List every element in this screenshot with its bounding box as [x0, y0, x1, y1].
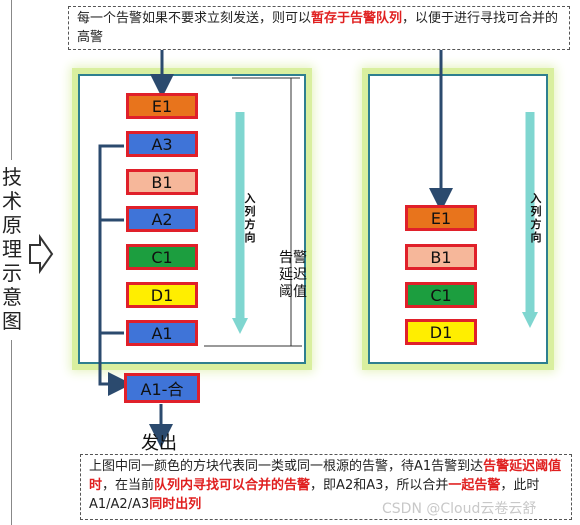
send-label: 发出 [141, 433, 177, 454]
queue-block-b1: B1 [126, 169, 198, 195]
right-queue-block-b1: B1 [405, 244, 477, 270]
right-direction-label: 入 列 方 向 [530, 192, 542, 244]
bottom-note: 上图中同一颜色的方块代表同一类或同一根源的告警，待A1告警到达告警延迟阈值时，在… [80, 454, 572, 520]
right-queue-block-d1: D1 [405, 319, 477, 345]
merge-bracket [98, 144, 132, 396]
side-label-line-top [11, 0, 12, 160]
queue-block-a2: A2 [126, 206, 198, 232]
top-note-text-b: ，以便于进行寻找可合并的高警 [77, 11, 559, 45]
left-direction-head [232, 318, 248, 334]
hollow-right-arrow-icon [29, 234, 54, 274]
queue-block-a1: A1 [126, 320, 198, 346]
right-queue-block-e1: E1 [405, 205, 477, 231]
queue-block-d1: D1 [126, 282, 198, 308]
top-note-text-a: 每一个告警如果不要求立刻发送，则可以 [77, 11, 312, 26]
left-direction-label: 入 列 方 向 [244, 192, 256, 244]
right-queue-block-c1: C1 [405, 282, 477, 308]
merged-block-a1: A1-合 [124, 373, 200, 403]
queue-block-e1: E1 [126, 93, 198, 119]
side-label: 技 术 原 理 示 意 图 [2, 165, 22, 333]
side-label-line-bottom [11, 340, 12, 525]
right-direction-head [522, 312, 538, 328]
queue-block-c1: C1 [126, 244, 198, 270]
queue-block-a3: A3 [126, 131, 198, 157]
threshold-label: 告警 延迟 阈值 [279, 250, 307, 300]
top-note: 每一个告警如果不要求立刻发送，则可以暂存于告警队列，以便于进行寻找可合并的高警 [68, 6, 570, 50]
top-note-highlight: 暂存于告警队列 [311, 11, 403, 26]
watermark: CSDN @Cloud云卷云舒 [382, 501, 537, 517]
